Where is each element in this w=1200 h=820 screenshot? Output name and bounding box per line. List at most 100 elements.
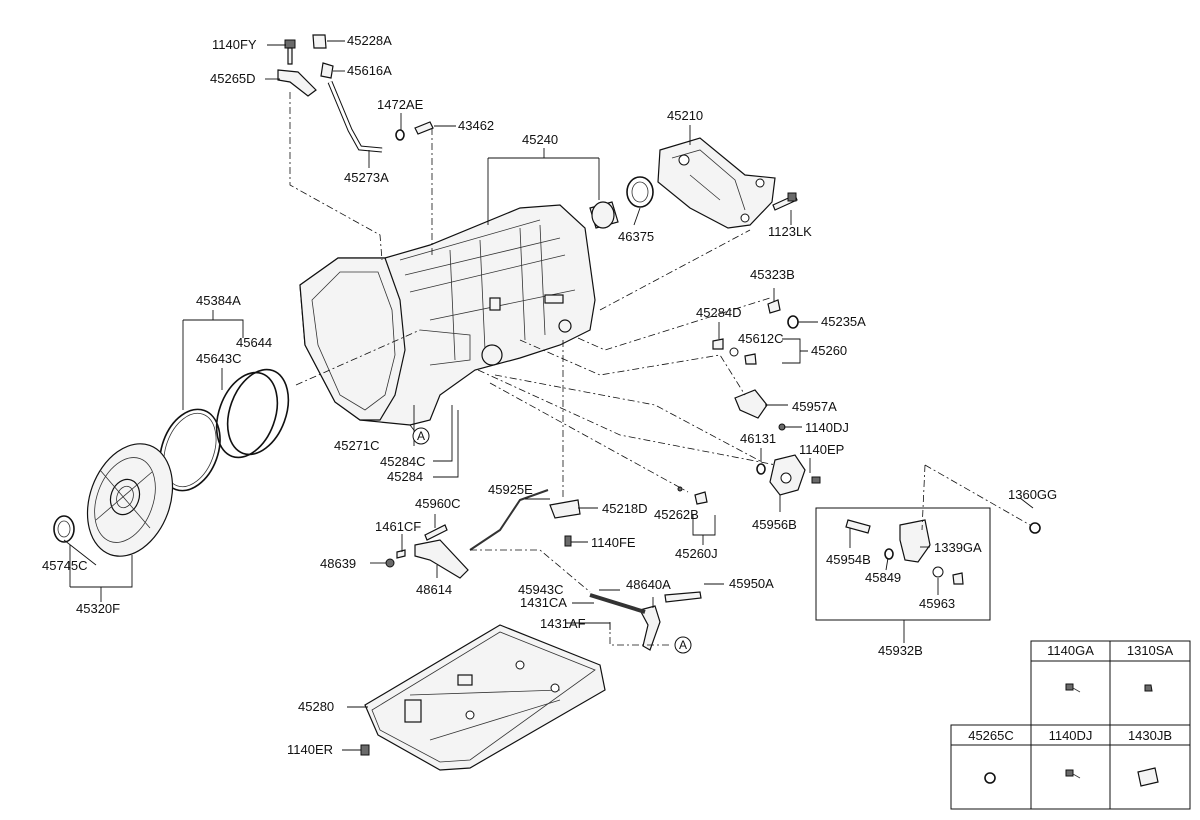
callout-label: 45963 <box>919 596 956 611</box>
pin-45218D <box>549 499 581 547</box>
washer-1472AE <box>395 129 405 141</box>
callout-label: 1431CA <box>520 595 567 610</box>
callout-label: 45957A <box>792 399 837 414</box>
table-cell-code: 1430JB <box>1127 728 1173 743</box>
callout-label: 46375 <box>618 229 655 244</box>
lever-48614 <box>414 539 469 579</box>
table-cell-code: 1310SA <box>1126 643 1174 658</box>
oil-pan <box>364 624 606 771</box>
mount-bracket <box>657 137 776 229</box>
callout-label: 1140ER <box>287 742 334 757</box>
callout-label: 1339GA <box>934 540 982 555</box>
callout-label: 1140FY <box>212 37 257 52</box>
washer-45323B <box>767 299 781 314</box>
rod-45943C <box>589 593 646 614</box>
callout-label: 45280 <box>298 699 335 714</box>
plug-45262B <box>677 486 708 505</box>
callout-label: 45956B <box>752 517 797 532</box>
callout-label: 45240 <box>522 132 559 147</box>
rod-45925E <box>469 489 549 551</box>
clip-45616A <box>320 62 334 79</box>
callout-label: 45284 <box>387 469 424 484</box>
cap-45284D <box>712 338 724 350</box>
gear-sleeve <box>589 201 619 229</box>
callout-label: 48640A <box>626 577 671 592</box>
bracket-45957A <box>734 389 786 431</box>
hose-45273A <box>327 81 383 153</box>
callout-label: 1472AE <box>377 97 424 112</box>
callout-label: 45260 <box>811 343 848 358</box>
callout-label: 45284C <box>380 454 426 469</box>
washer-46131 <box>756 463 766 475</box>
callout-label: 45612C <box>738 331 784 346</box>
callout-label: 45960C <box>415 496 461 511</box>
washer-45849 <box>884 548 894 560</box>
callout-label: 45262B <box>654 507 699 522</box>
washer-1360GG <box>1029 522 1041 534</box>
callout-label: 1123LK <box>768 224 812 239</box>
ref-marker-letter: A <box>679 638 688 652</box>
sensor-45228A <box>312 34 327 49</box>
callout-label: 1140EP <box>799 442 845 457</box>
callout-label: 43462 <box>458 118 495 133</box>
callout-label: 45260J <box>675 546 718 561</box>
plug-45612C <box>729 347 757 365</box>
ref-marker-circle <box>674 636 692 654</box>
assembly-lines <box>289 92 1031 646</box>
callout-label: 45745C <box>42 558 88 573</box>
callout-label: 1140FE <box>591 535 636 550</box>
callout-label: 45384A <box>196 293 241 308</box>
callout-label: 45320F <box>76 601 121 616</box>
callout-label: 45950A <box>729 576 774 591</box>
bolt-1140FY <box>284 39 296 65</box>
o-ring-45644 <box>226 368 290 456</box>
callout-label: 1461CF <box>375 519 422 534</box>
o-ring-45643C <box>215 371 279 459</box>
callout-label: 45616A <box>347 63 392 78</box>
seal-ring-45384A <box>159 408 221 492</box>
callout-label: 45210 <box>667 108 704 123</box>
oil-pump <box>86 443 174 557</box>
sensor-45956B <box>769 454 821 496</box>
callout-label: 46131 <box>740 431 777 446</box>
bolt-1140ER <box>360 744 370 756</box>
lever-48640A <box>639 605 661 651</box>
callout-label: 45849 <box>865 570 902 585</box>
parts-table <box>950 640 1191 810</box>
nut-45963 <box>932 566 964 585</box>
bolt-1123LK <box>772 192 798 211</box>
callout-label: 45323B <box>750 267 795 282</box>
callout-label: 45644 <box>236 335 273 350</box>
callout-label: 1140DJ <box>805 420 849 435</box>
table-cell-code: 1140GA <box>1047 643 1094 658</box>
callout-label: 45284D <box>696 305 742 320</box>
callout-label: 45643C <box>196 351 242 366</box>
callout-label: 45925E <box>488 482 533 497</box>
plug-45235A <box>787 315 799 329</box>
callout-label: 1360GG <box>1008 487 1058 502</box>
callout-label: 45265D <box>210 71 256 86</box>
bushing-45745C <box>53 515 75 543</box>
lever-1339GA <box>899 519 931 563</box>
oil-seal-46375 <box>626 176 654 208</box>
callout-label: 45932B <box>878 643 923 658</box>
callout-label: 1431AF <box>540 616 586 631</box>
bolt-48639 <box>385 558 395 568</box>
callout-label: 48614 <box>416 582 453 597</box>
callout-label: 45943C <box>518 582 564 597</box>
shaft-45954B <box>845 519 871 534</box>
callout-label: 45271C <box>334 438 380 453</box>
pin-45960C <box>424 524 448 541</box>
callout-label: 45235A <box>821 314 866 329</box>
ref-marker-circle <box>412 427 430 445</box>
callout-label: 45273A <box>344 170 389 185</box>
ref-marker-letter: A <box>417 429 426 443</box>
spring-1461CF <box>396 549 406 559</box>
assembly-box-45932B <box>815 507 991 621</box>
callout-label: 48639 <box>320 556 357 571</box>
transmission-case <box>299 204 596 426</box>
leader-lines <box>63 40 1034 751</box>
callout-label: 45228A <box>347 33 392 48</box>
callout-label: 45218D <box>602 501 648 516</box>
